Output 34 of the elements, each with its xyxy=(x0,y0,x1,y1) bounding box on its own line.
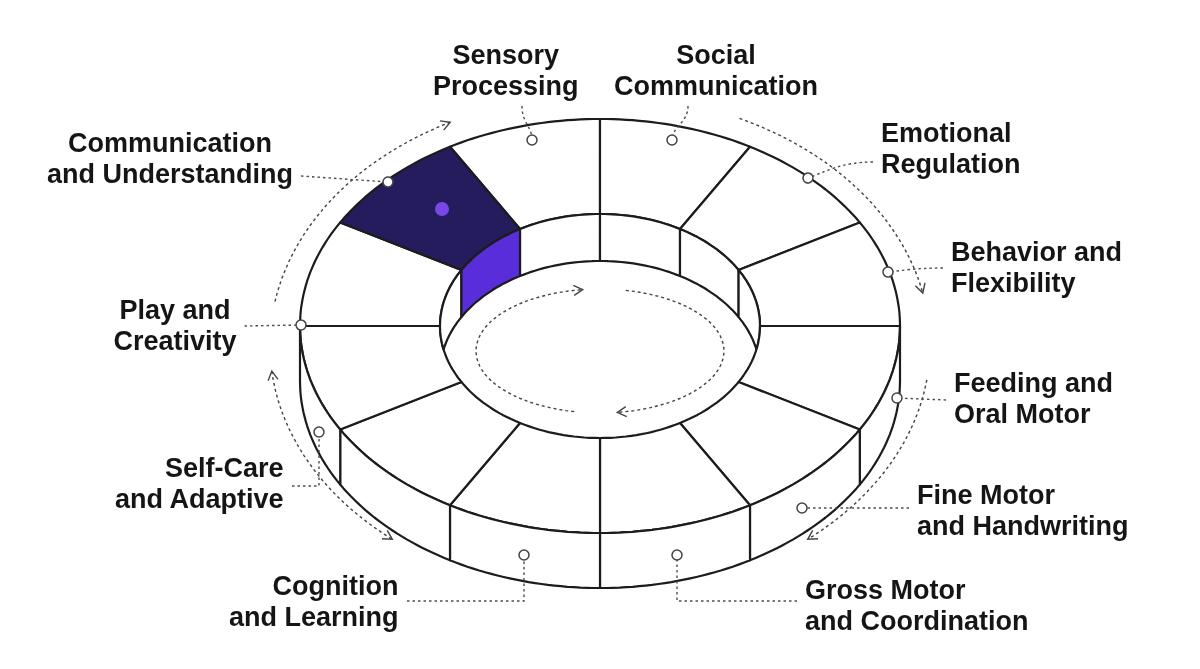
ring-segment xyxy=(339,145,522,319)
ring-segment xyxy=(448,421,602,590)
segment-label: Social Communication xyxy=(614,40,818,102)
segment-label: Sensory Processing xyxy=(433,40,579,102)
leader-line xyxy=(666,105,689,146)
ring-segment xyxy=(678,380,861,562)
segment-label: Feeding and Oral Motor xyxy=(954,368,1113,430)
segment-label: Play and Creativity xyxy=(113,295,237,357)
ring-segment xyxy=(339,380,522,562)
leader-line xyxy=(671,549,798,602)
segment-label: Fine Motor and Handwriting xyxy=(917,480,1129,542)
leader-line xyxy=(521,105,538,146)
ring-segment xyxy=(298,221,463,351)
leader-line xyxy=(291,426,325,487)
segment-label: Gross Motor and Coordination xyxy=(805,575,1029,637)
segment-label: Behavior and Flexibility xyxy=(951,237,1123,299)
leader-line xyxy=(802,161,874,184)
ring-segment xyxy=(448,117,602,278)
ring-segment xyxy=(737,324,902,486)
ring-segment xyxy=(678,145,861,319)
leader-line xyxy=(891,392,947,404)
segment-label: Communication and Understanding xyxy=(47,128,293,190)
segment-label: Self-Care and Adaptive xyxy=(115,453,284,515)
leader-line xyxy=(796,502,910,514)
leader-line xyxy=(406,549,530,602)
ring-segment xyxy=(298,324,463,486)
leader-line xyxy=(300,175,394,188)
segment-label: Cognition and Learning xyxy=(229,571,399,633)
segment-label: Emotional Regulation xyxy=(881,118,1021,180)
ring-segment xyxy=(737,221,902,351)
ring-segment xyxy=(598,421,752,590)
ring-segment xyxy=(598,117,752,278)
leader-line xyxy=(243,319,307,331)
leader-line xyxy=(882,266,944,278)
